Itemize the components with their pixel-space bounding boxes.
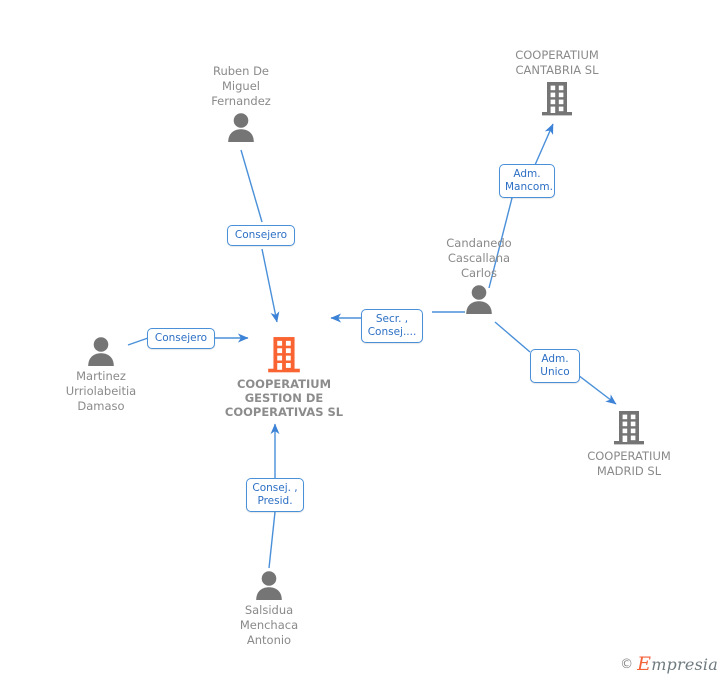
edge-candanedo-to-madrid	[494, 321, 617, 405]
person-icon	[166, 112, 316, 142]
building-icon	[482, 81, 632, 117]
empresia-watermark: © Empresia	[620, 653, 718, 675]
node-person-salsidua-menchaca-antonio[interactable]: Salsidua Menchaca Antonio	[194, 570, 344, 648]
person-icon	[404, 284, 554, 314]
copyright-icon: ©	[620, 656, 634, 672]
node-person-martinez-urriolabeitia-damaso[interactable]: Martinez Urriolabeitia Damaso	[26, 336, 176, 414]
node-label: Salsidua Menchaca Antonio	[239, 603, 299, 647]
edge-candanedo-to-cantabria	[488, 123, 554, 289]
node-company-cooperatium-cantabria[interactable]: COOPERATIUM CANTABRIA SL	[482, 48, 632, 117]
brand-initial: E	[637, 653, 652, 675]
relation-label-administrador-unico-candanedo[interactable]: Adm. Unico	[530, 349, 580, 383]
relation-label-secretario-consejero-candanedo[interactable]: Secr. , Consej....	[361, 309, 423, 343]
node-label: Martinez Urriolabeitia Damaso	[65, 369, 137, 413]
node-label: Candanedo Cascallana Carlos	[446, 236, 512, 280]
brand-rest: mpresia	[651, 655, 718, 674]
node-label: COOPERATIUM MADRID SL	[587, 449, 671, 478]
node-label: Ruben De Miguel Fernandez	[211, 64, 271, 108]
relation-label-consejero-presidente-salsidua[interactable]: Consej. , Presid.	[246, 478, 304, 512]
empresia-wordmark: Empresia	[637, 653, 718, 675]
node-person-candanedo-cascallana-carlos[interactable]: Candanedo Cascallana Carlos	[404, 236, 554, 314]
edge-salsidua-to-gestion	[268, 423, 280, 569]
node-person-ruben-de-miguel-fernandez[interactable]: Ruben De Miguel Fernandez	[166, 64, 316, 142]
building-icon	[209, 336, 359, 374]
relation-label-consejero-ruben[interactable]: Consejero	[227, 225, 295, 246]
node-label: COOPERATIUM CANTABRIA SL	[515, 48, 599, 77]
relation-label-consejero-martinez[interactable]: Consejero	[147, 328, 215, 349]
edge-martinez-to-gestion	[127, 333, 249, 346]
person-icon	[26, 336, 176, 366]
edge-ruben-to-gestion	[240, 149, 280, 323]
edge-candanedo-to-gestion	[330, 311, 465, 323]
person-icon	[194, 570, 344, 600]
node-company-cooperatium-madrid[interactable]: COOPERATIUM MADRID SL	[554, 410, 704, 479]
relation-label-administrador-mancomunado-candanedo[interactable]: Adm. Mancom.	[499, 164, 555, 198]
node-company-cooperatium-gestion-de-cooperativas[interactable]: COOPERATIUM GESTION DE COOPERATIVAS SL	[209, 336, 359, 419]
node-label: COOPERATIUM GESTION DE COOPERATIVAS SL	[224, 377, 344, 419]
building-icon	[554, 410, 704, 446]
